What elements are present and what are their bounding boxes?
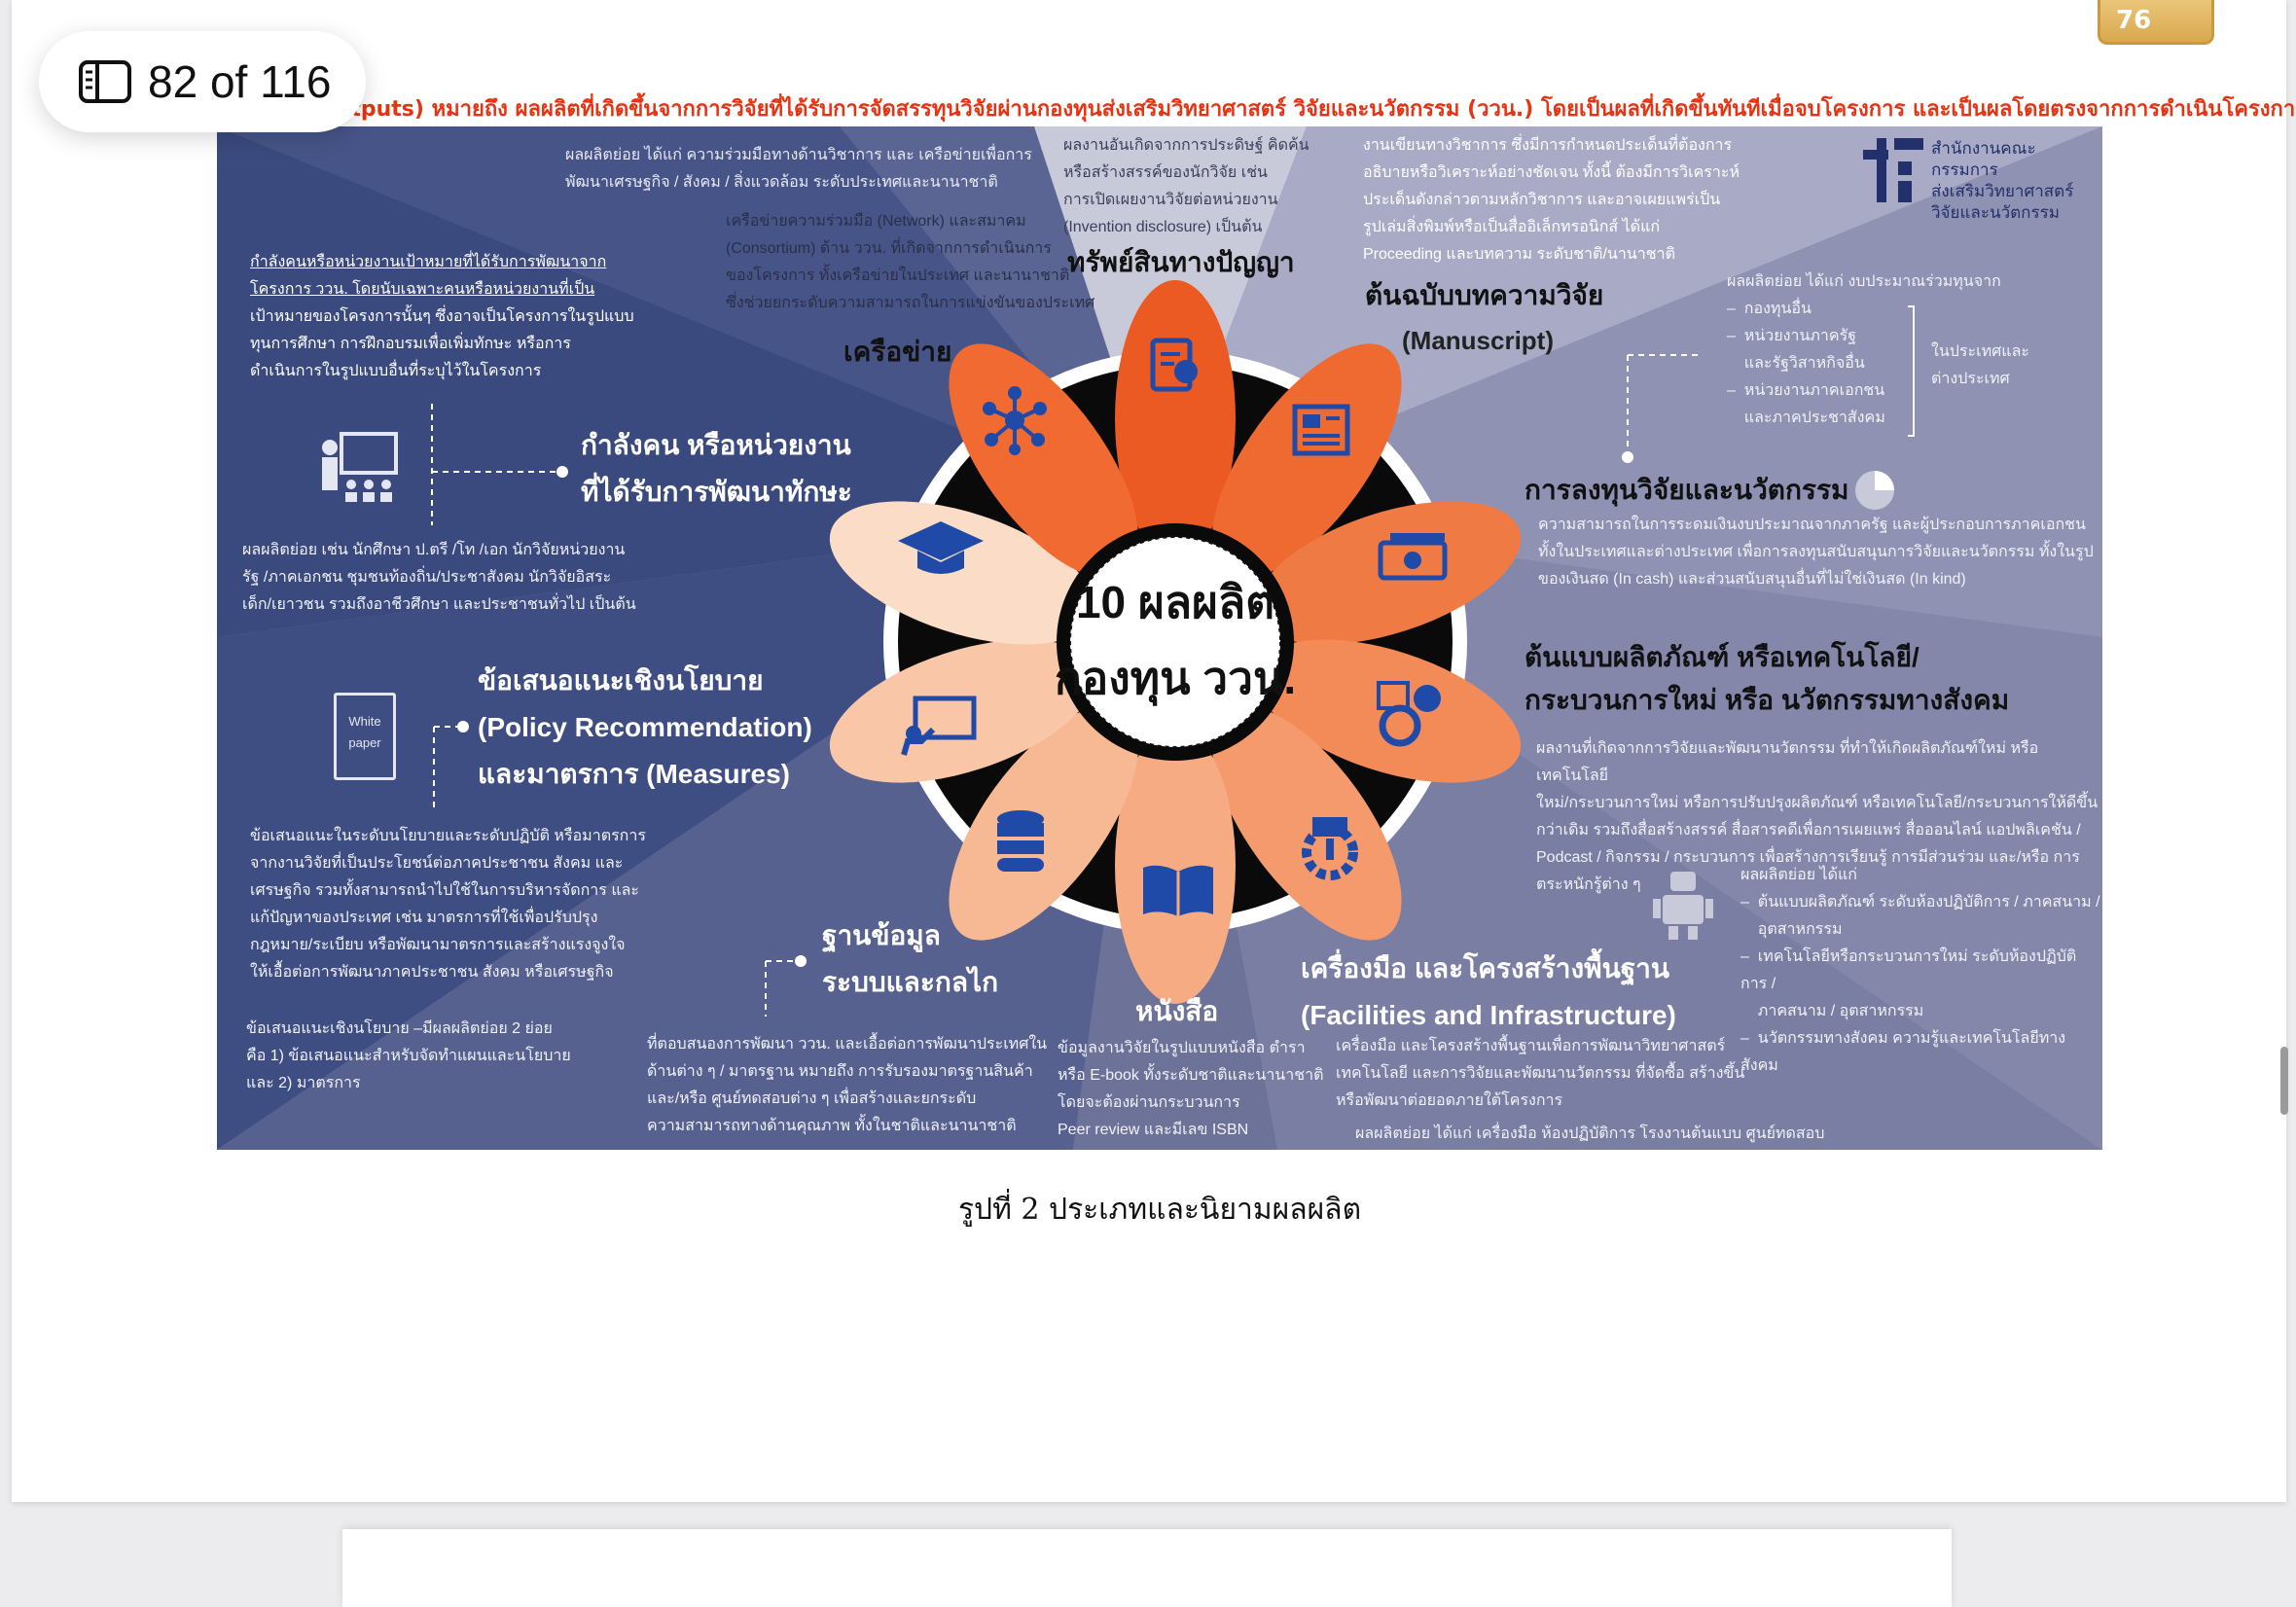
next-page-preview — [342, 1529, 1952, 1607]
header-note-text: .tputs) หมายถึง ผลผลิตที่เกิดขึ้นจากการว… — [342, 97, 2296, 122]
agency-logo-text: สำนักงานคณะกรรมการ ส่งเสริมวิทยาศาสตร์ ว… — [1931, 138, 2102, 224]
outputs-infographic: White paper 10 ผลผลิต กองทุน ววน. สำน — [217, 126, 2102, 1150]
center-title-line1: 10 ผลผลิต — [1075, 577, 1275, 627]
manuscript-desc: งานเขียนทางวิชาการ ซึ่งมีการกำหนดประเด็น… — [1363, 137, 1740, 263]
innovation-icon — [1377, 681, 1441, 747]
investment-desc: ความสามารถในการระดมเงินงบประมาณจากภาครัฐ… — [1538, 517, 2094, 588]
prototype-desc: ผลงานที่เกิดจากการวิจัยและพัฒนานวัตกรรม … — [1536, 740, 2099, 893]
page-indicator-pill[interactable]: 82 of 116 — [39, 31, 366, 132]
scrollbar-thumb[interactable] — [2280, 1047, 2288, 1115]
book-icon — [1143, 865, 1213, 916]
facilities-desc: เครื่องมือ และโครงสร้างพื้นฐานเพื่อการพั… — [1336, 1038, 1745, 1109]
network-title: เครือข่าย — [843, 337, 952, 367]
page-indicator-text: 82 of 116 — [148, 56, 332, 107]
facilities-sub: ผลผลิตย่อย ได้แก่ เครื่องมือ ห้องปฏิบัติ… — [1355, 1125, 1825, 1142]
workforce-desc: กำลังคนหรือหน่วยงานเป้าหมายที่ได้รับการพ… — [250, 254, 634, 379]
prototype-sub: ผลผลิตย่อย ได้แก่ – ต้นแบบผลิตภัณฑ์ ระดั… — [1740, 867, 2100, 1074]
network-desc-2: เครือข่ายความร่วมมือ (Network) และสมาคม(… — [726, 213, 1095, 311]
prototype-title: ต้นแบบผลิตภัณฑ์ หรือเทคโนโลยี/กระบวนการใ… — [1525, 642, 2010, 715]
white-paper-icon: White paper — [334, 693, 396, 780]
investment-scope: ในประเทศและต่างประเทศ — [1931, 343, 2029, 387]
logo-line-1: สำนักงานคณะกรรมการ — [1931, 139, 2036, 179]
pie-chart-icon — [1855, 471, 1894, 510]
factory-gear-icon — [1302, 817, 1358, 880]
page-number-tab: 76 — [2098, 0, 2214, 45]
manuscript-subtitle: (Manuscript) — [1402, 326, 1554, 355]
workforce-sub: ผลผลิตย่อย เช่น นักศึกษา ป.ตรี /โท /เอก … — [242, 542, 636, 613]
infographic-background — [217, 126, 2102, 1150]
workforce-title: กำลังคน หรือหน่วยงานที่ได้รับการพัฒนาทัก… — [581, 430, 852, 507]
document-page: 76 .tputs) หมายถึง ผลผลิตที่เกิดขึ้นจากก… — [12, 0, 2296, 1502]
investment-funding-list: ผลผลิตย่อย ได้แก่ งบประมาณร่วมทุนจาก – ก… — [1727, 273, 2001, 426]
facilities-title: เครื่องมือ และโครงสร้างพื้นฐาน(Facilitie… — [1301, 953, 1676, 1030]
robot-icon — [1653, 872, 1713, 940]
network-desc-1: ผลผลิตย่อย ได้แก่ ความร่วมมือทางด้านวิชา… — [565, 147, 1032, 191]
center-title-line2: กองทุน ววน. — [1054, 653, 1297, 703]
policy-desc: ข้อเสนอแนะในระดับนโยบายและระดับปฏิบัติ ห… — [250, 828, 646, 981]
policy-sub: ข้อเสนอแนะเชิงนโยบาย –มีผลผลิตย่อย 2 ย่อ… — [246, 1020, 571, 1091]
center-title: 10 ผลผลิต กองทุน ววน. — [1049, 564, 1302, 716]
newspaper-icon — [1292, 404, 1350, 456]
network-icon — [983, 386, 1047, 455]
book-title: หนังสือ — [1135, 996, 1219, 1026]
database-title: ฐานข้อมูลระบบและกลไก — [822, 920, 999, 997]
book-desc: ข้อมูลงานวิจัยในรูปแบบหนังสือ ตำราหรือ E… — [1058, 1040, 1324, 1138]
certificate-icon — [1150, 338, 1198, 392]
figure-caption: รูปที่ 2 ประเภทและนิยามผลผลิต — [957, 1193, 1362, 1227]
white-paper-label-2: paper — [348, 735, 381, 750]
white-paper-label-1: White — [348, 714, 381, 729]
presentation-icon — [901, 696, 977, 756]
manuscript-title: ต้นฉบับบทความวิจัย — [1365, 280, 1604, 310]
sidebar-icon[interactable] — [78, 59, 132, 104]
policy-title: ข้อเสนอแนะเชิงนโยบาย(Policy Recommendati… — [478, 665, 812, 789]
database-icon — [997, 810, 1044, 872]
money-icon — [1378, 533, 1448, 581]
investment-title: การลงทุนวิจัยและนวัตกรรม — [1525, 475, 1849, 505]
graduation-cap-icon — [898, 521, 984, 574]
database-desc: ที่ตอบสนองการพัฒนา ววน. และเอื้อต่อการพั… — [647, 1036, 1048, 1134]
ip-title: ทรัพย์สินทางปัญญา — [1067, 247, 1295, 277]
logo-line-3: วิจัยและนวัตกรรม — [1931, 203, 2060, 222]
ip-desc: ผลงานอันเกิดจากการประดิษฐ์ คิดค้นหรือสร้… — [1063, 137, 1309, 235]
logo-icon — [1863, 138, 1923, 202]
logo-line-2: ส่งเสริมวิทยาศาสตร์ — [1931, 182, 2074, 200]
header-note: .tputs) หมายถึง ผลผลิตที่เกิดขึ้นจากการว… — [342, 91, 2296, 125]
teacher-board-icon — [322, 432, 398, 502]
